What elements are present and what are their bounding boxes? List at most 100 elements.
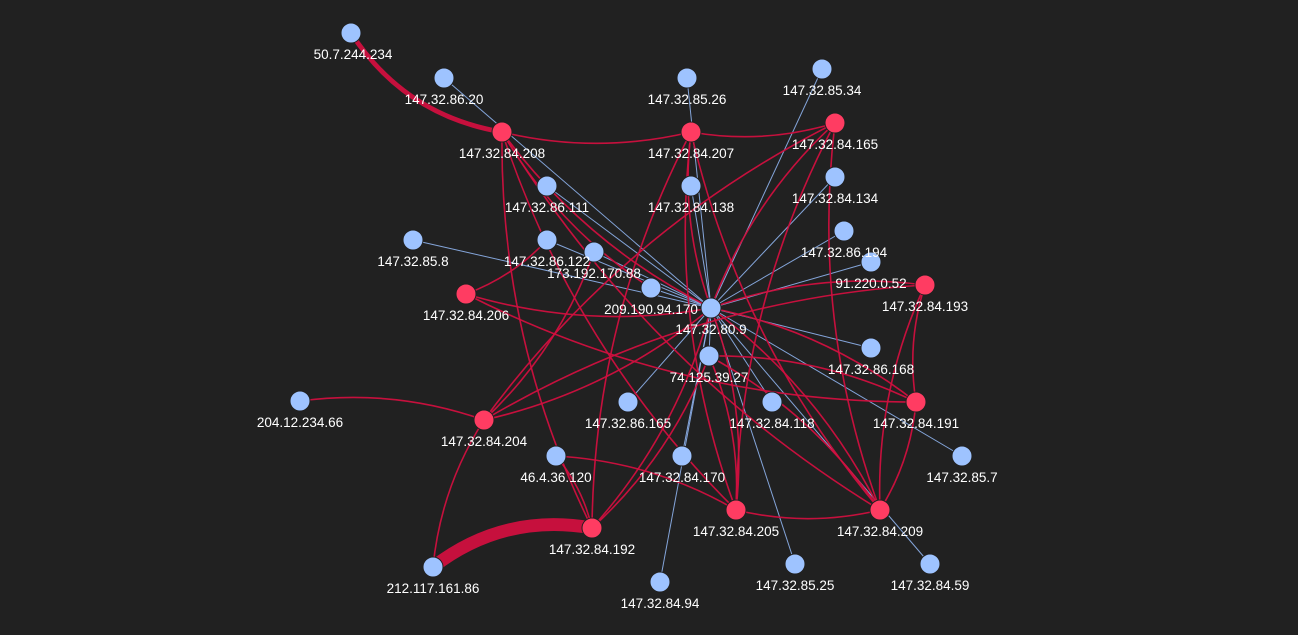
node-50-7-244-234[interactable] [340, 22, 362, 44]
edge-147-32-86-111-to-147-32-80-9 [546, 185, 712, 309]
edge-147-32-84-193-to-147-32-84-204 [483, 284, 926, 421]
node-147-32-84-165[interactable] [824, 112, 846, 134]
node-label-50-7-244-234: 50.7.244.234 [314, 47, 393, 62]
node-147-32-85-26[interactable] [676, 67, 698, 89]
node-147-32-84-192[interactable] [581, 517, 603, 539]
node-46-4-36-120[interactable] [545, 445, 567, 467]
edge-147-32-85-7-to-147-32-80-9 [710, 307, 963, 457]
node-147-32-86-168[interactable] [860, 337, 882, 359]
node-147-32-85-34[interactable] [811, 58, 833, 80]
node-147-32-84-204[interactable] [473, 409, 495, 431]
edge-147-32-84-208-to-147-32-84-207 [501, 131, 692, 145]
edge-147-32-84-209-to-147-32-80-9 [710, 307, 881, 511]
edge-147-32-84-208-to-147-32-80-9 [501, 131, 712, 309]
node-147-32-84-209[interactable] [869, 499, 891, 521]
edge-147-32-84-191-to-74-125-39-27 [708, 355, 917, 403]
edge-147-32-86-165-to-147-32-80-9 [627, 307, 712, 403]
edge-147-32-84-206-to-147-32-80-9 [465, 293, 712, 318]
node-label-212-117-161-86: 212.117.161.86 [387, 581, 480, 596]
node-label-173-192-170-88: 173.192.170.88 [547, 266, 641, 281]
node-147-32-85-8[interactable] [402, 229, 424, 251]
node-label-46-4-36-120: 46.4.36.120 [520, 470, 591, 485]
node-74-125-39-27[interactable] [698, 345, 720, 367]
edge-147-32-84-205-to-74-125-39-27 [708, 355, 738, 511]
edge-147-32-84-209-to-147-32-84-191 [879, 401, 917, 511]
node-147-32-84-207[interactable] [680, 121, 702, 143]
node-147-32-84-208[interactable] [491, 121, 513, 143]
node-label-147-32-84-94: 147.32.84.94 [621, 596, 700, 611]
node-147-32-84-138[interactable] [680, 175, 702, 197]
edge-layer [299, 31, 963, 583]
node-147-32-84-59[interactable] [919, 553, 941, 575]
edge-147-32-86-122-to-147-32-80-9 [546, 239, 712, 309]
node-label-147-32-86-122: 147.32.86.122 [504, 254, 590, 269]
edge-147-32-84-208-to-147-32-84-192 [501, 131, 593, 529]
node-147-32-85-25[interactable] [784, 553, 806, 575]
node-label-147-32-84-191: 147.32.84.191 [873, 416, 959, 431]
edge-147-32-84-134-to-147-32-80-9 [710, 176, 836, 309]
node-147-32-84-94[interactable] [649, 571, 671, 593]
node-label-147-32-85-26: 147.32.85.26 [648, 92, 727, 107]
node-label-147-32-85-7: 147.32.85.7 [926, 470, 997, 485]
edge-147-32-84-204-to-173-192-170-88 [483, 251, 595, 421]
node-label-147-32-84-193: 147.32.84.193 [882, 299, 968, 314]
node-label-147-32-84-204: 147.32.84.204 [441, 434, 528, 449]
node-147-32-80-9[interactable] [700, 297, 722, 319]
node-label-147-32-86-165: 147.32.86.165 [585, 416, 671, 431]
node-layer [289, 22, 973, 593]
node-label-147-32-84-59: 147.32.84.59 [891, 578, 970, 593]
node-147-32-86-122[interactable] [536, 229, 558, 251]
node-label-147-32-86-20: 147.32.86.20 [405, 92, 484, 107]
node-label-147-32-85-8: 147.32.85.8 [377, 254, 448, 269]
node-147-32-84-205[interactable] [725, 499, 747, 521]
node-147-32-86-20[interactable] [433, 67, 455, 89]
node-label-147-32-84-134: 147.32.84.134 [792, 191, 879, 206]
node-label-147-32-84-118: 147.32.84.118 [729, 416, 814, 431]
node-label-147-32-84-170: 147.32.84.170 [639, 470, 725, 485]
edge-147-32-86-194-to-147-32-80-9 [710, 230, 845, 309]
edge-147-32-84-193-to-147-32-84-209 [878, 284, 926, 511]
node-147-32-84-134[interactable] [824, 166, 846, 188]
edge-147-32-84-165-to-147-32-80-9 [710, 122, 836, 309]
node-label-147-32-84-206: 147.32.84.206 [423, 308, 509, 323]
node-label-147-32-86-111: 147.32.86.111 [505, 200, 589, 215]
edge-147-32-86-20-to-147-32-80-9 [443, 77, 712, 309]
node-label-147-32-85-34: 147.32.85.34 [783, 83, 862, 98]
edge-147-32-85-34-to-147-32-80-9 [710, 68, 823, 309]
node-147-32-86-194[interactable] [833, 220, 855, 242]
edge-147-32-84-192-to-74-125-39-27 [591, 355, 710, 529]
node-label-147-32-84-192: 147.32.84.192 [549, 542, 635, 557]
node-147-32-84-170[interactable] [671, 445, 693, 467]
node-204-12-234-66[interactable] [289, 390, 311, 412]
node-147-32-86-165[interactable] [617, 391, 639, 413]
node-label-91-220-0-52: 91.220.0.52 [835, 276, 906, 291]
node-147-32-84-191[interactable] [905, 391, 927, 413]
node-209-190-94-170[interactable] [640, 277, 662, 299]
edge-147-32-84-205-to-147-32-84-209 [735, 509, 881, 520]
node-label-147-32-86-194: 147.32.86.194 [801, 245, 888, 260]
edge-147-32-84-209-to-74-125-39-27 [708, 355, 881, 511]
node-label-147-32-84-205: 147.32.84.205 [693, 524, 779, 539]
node-212-117-161-86[interactable] [422, 556, 444, 578]
node-147-32-84-206[interactable] [455, 283, 477, 305]
node-label-147-32-84-209: 147.32.84.209 [837, 524, 923, 539]
edge-147-32-84-138-to-147-32-80-9 [690, 185, 712, 309]
edge-147-32-84-208-to-147-32-84-205 [501, 131, 737, 511]
node-173-192-170-88[interactable] [583, 241, 605, 263]
edge-147-32-84-204-to-212-117-161-86 [432, 419, 485, 568]
node-147-32-86-111[interactable] [536, 175, 558, 197]
edge-91-220-0-52-to-147-32-80-9 [710, 261, 872, 309]
node-label-147-32-80-9: 147.32.80.9 [675, 322, 746, 337]
node-147-32-84-118[interactable] [761, 391, 783, 413]
node-147-32-84-193[interactable] [914, 274, 936, 296]
edge-147-32-84-192-to-212-117-161-86 [429, 518, 594, 573]
node-91-220-0-52[interactable] [860, 251, 882, 273]
edge-147-32-84-204-to-147-32-80-9 [483, 307, 712, 421]
edge-147-32-84-193-to-147-32-84-191 [911, 284, 926, 403]
label-layer: 50.7.244.234 147.32.86.20 147.32.84.208 147… [257, 47, 998, 611]
edge-147-32-84-165-to-147-32-84-205 [735, 122, 836, 511]
node-147-32-85-7[interactable] [951, 445, 973, 467]
node-label-147-32-84-138: 147.32.84.138 [648, 200, 734, 215]
node-label-147-32-84-208: 147.32.84.208 [459, 146, 545, 161]
